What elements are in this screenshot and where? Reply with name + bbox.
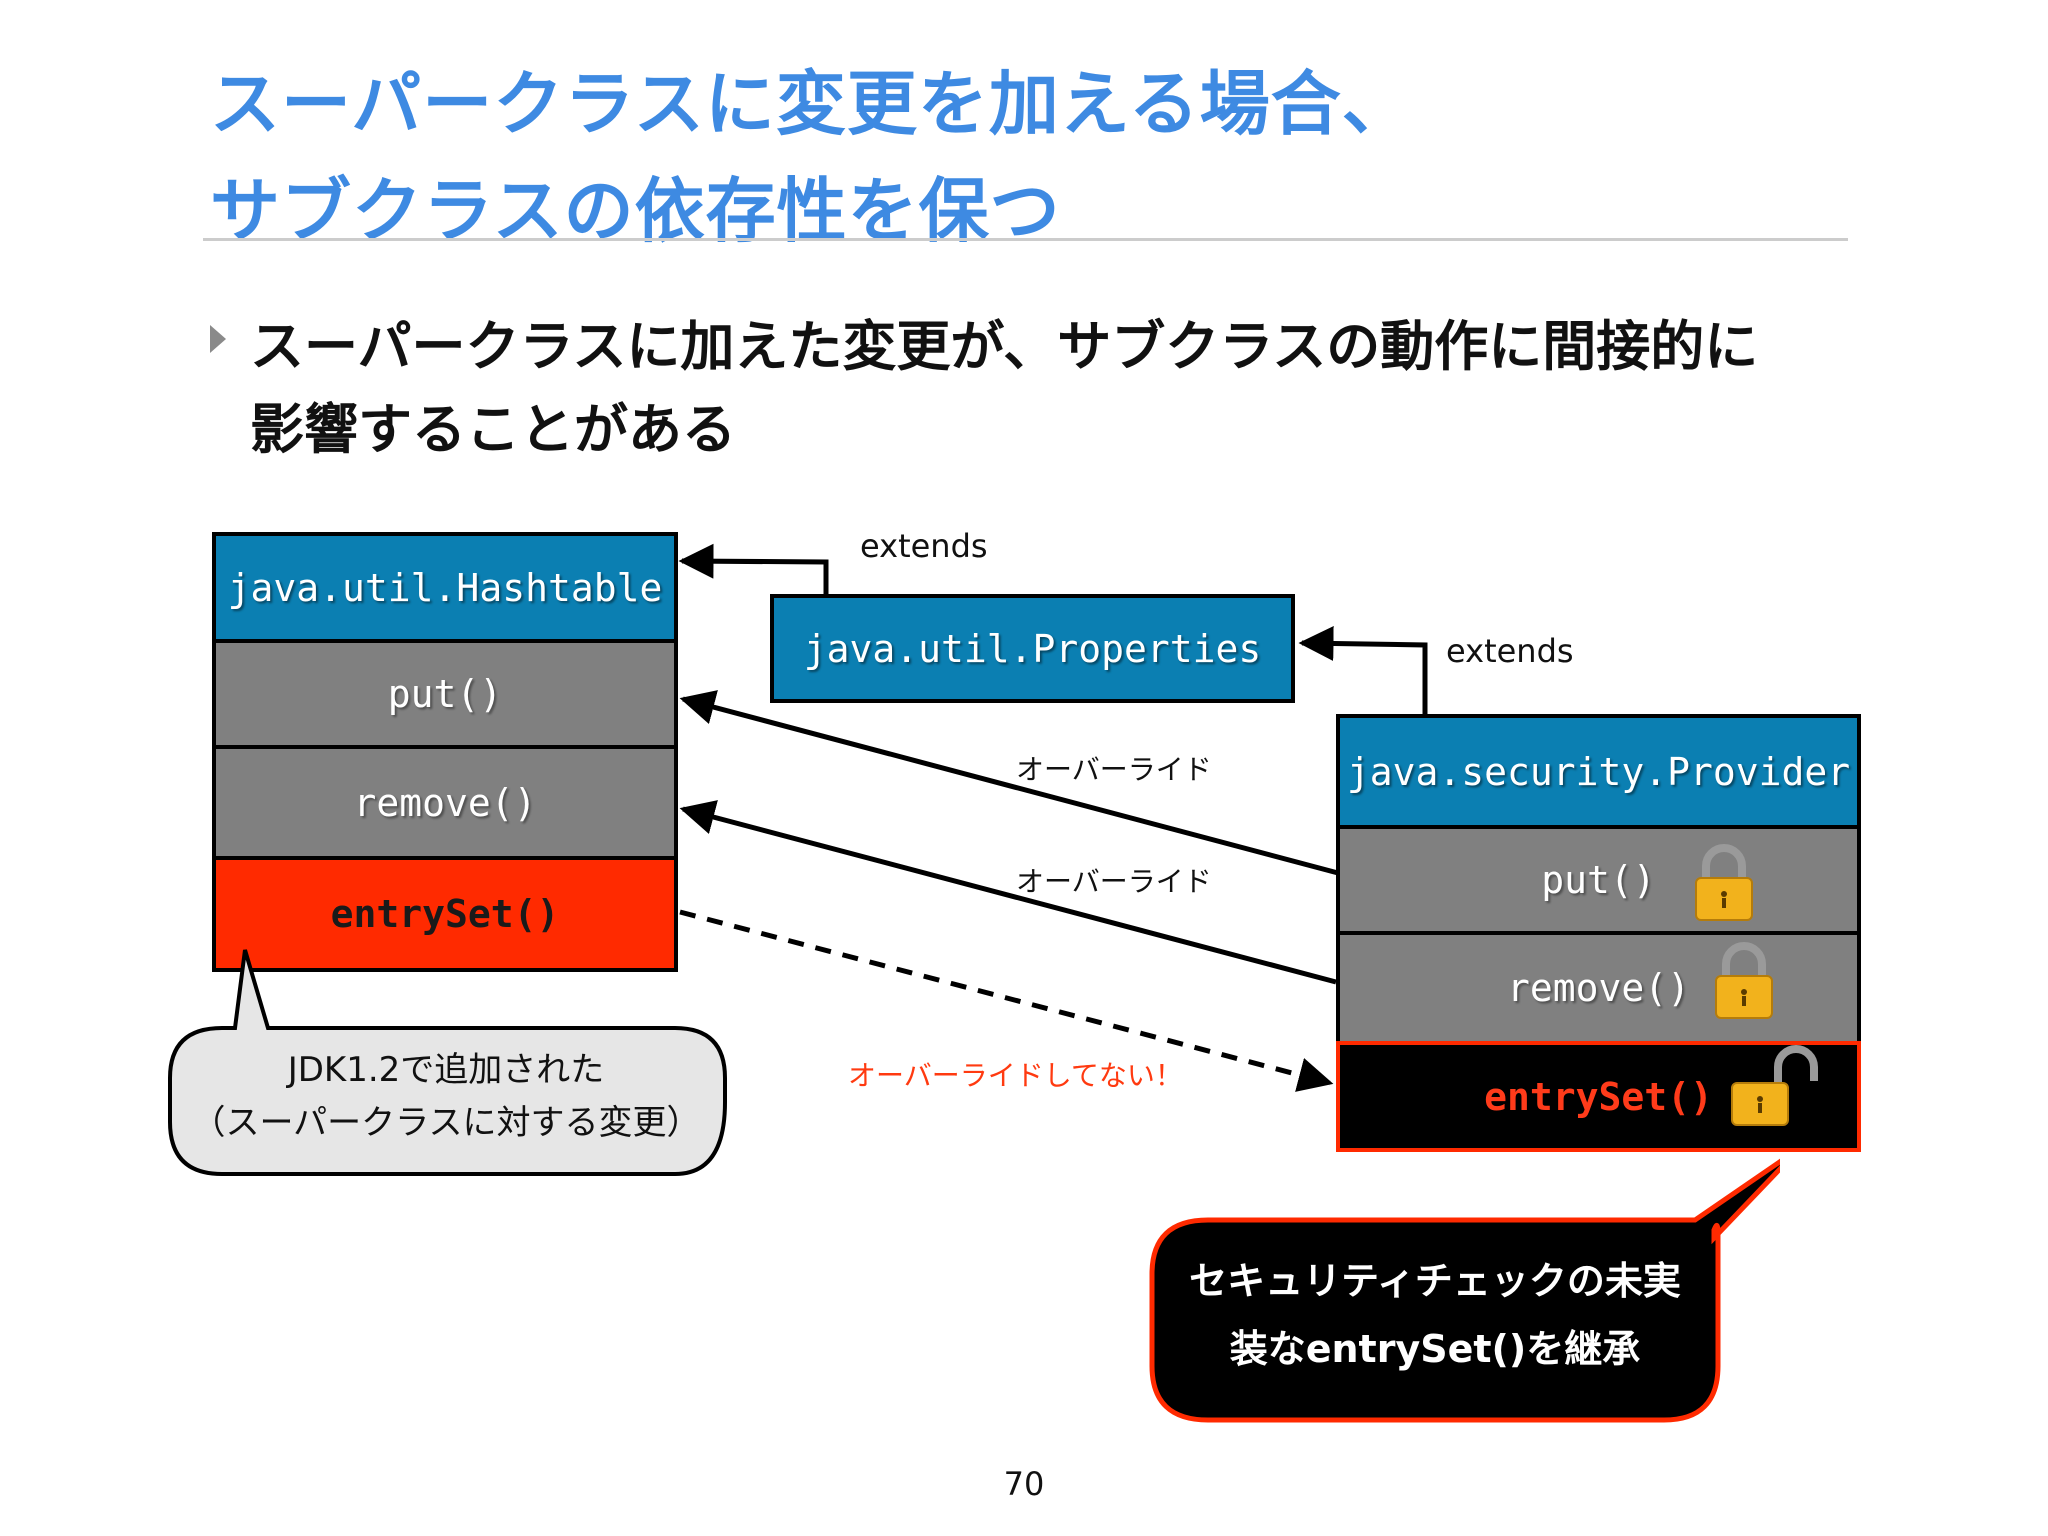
override-label-put: オーバーライド — [1016, 753, 1212, 786]
hashtable-method-entryset: entrySet() — [212, 856, 678, 972]
hashtable-method-put: put() — [212, 639, 678, 749]
hashtable-method-remove-label: remove() — [353, 780, 537, 825]
lock-open-icon — [1731, 1045, 1818, 1126]
not-overridden-label: オーバーライドしてない！ — [848, 1059, 1183, 1092]
extends-label-2: extends — [1446, 632, 1574, 670]
properties-class-name: java.util.Properties — [803, 626, 1262, 671]
lock-closed-icon — [1695, 844, 1753, 921]
provider-method-put: put() — [1336, 825, 1861, 935]
callout-security-line-2: 装なentrySet()を継承 — [1229, 1327, 1641, 1371]
lock-closed-icon — [1715, 942, 1773, 1019]
override-arrow-remove — [679, 800, 1337, 985]
callout-jdk-line-1: JDK1.2で追加された — [287, 1050, 605, 1090]
provider-class-name: java.security.Provider — [1346, 749, 1851, 794]
properties-class-header: java.util.Properties — [770, 594, 1295, 703]
hashtable-method-entryset-label: entrySet() — [330, 892, 560, 936]
extends-arrow-properties-hashtable — [678, 543, 829, 597]
provider-method-put-label: put() — [1541, 858, 1656, 902]
provider-class-header: java.security.Provider — [1336, 714, 1861, 829]
provider-method-remove-label: remove() — [1506, 966, 1691, 1010]
hashtable-class-name: java.util.Hashtable — [227, 565, 663, 610]
callout-security-line-1: セキュリティチェックの未実 — [1189, 1259, 1681, 1303]
override-arrow-put — [679, 690, 1339, 876]
hashtable-class-header: java.util.Hashtable — [212, 532, 678, 643]
hashtable-method-put-label: put() — [387, 672, 503, 716]
bullet-text-line-2: 影響することがある — [250, 398, 736, 461]
override-label-remove: オーバーライド — [1016, 865, 1212, 898]
hashtable-method-remove: remove() — [212, 745, 678, 860]
not-overridden-arrow — [679, 909, 1334, 1092]
bullet-text-line-1: スーパークラスに加えた変更が、サブクラスの動作に間接的に — [250, 315, 1759, 378]
provider-method-remove: remove() — [1336, 931, 1861, 1045]
callout-jdk-shape — [168, 949, 727, 1176]
page-number: 70 — [1003, 1465, 1045, 1503]
callout-jdk-line-2: （スーパークラスに対する変更） — [191, 1103, 701, 1143]
bullet-triangle-icon — [210, 325, 226, 353]
slide-title-line-1: スーパークラスに変更を加える場合、 — [210, 63, 1413, 145]
callout-security-shape — [1149, 1158, 1780, 1423]
provider-method-entryset-label: entrySet() — [1484, 1074, 1713, 1119]
extends-label-1: extends — [860, 527, 988, 565]
title-divider — [203, 238, 1848, 241]
extends-arrow-provider-properties — [1298, 626, 1428, 716]
